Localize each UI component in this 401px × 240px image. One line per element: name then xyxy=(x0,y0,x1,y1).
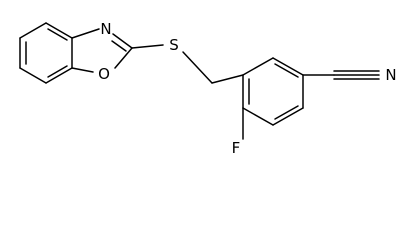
atom-label-oxygen: O xyxy=(98,65,110,83)
bond xyxy=(114,47,133,69)
benzoxazole-oxazole-ring xyxy=(71,28,133,73)
double-bond-inner xyxy=(274,63,299,78)
double-bond-inner xyxy=(47,65,68,78)
nitrile-group xyxy=(302,70,380,80)
bond xyxy=(242,57,274,76)
double-bond-inner xyxy=(111,40,127,52)
thioether-linker xyxy=(131,44,244,84)
bond xyxy=(272,57,304,76)
bond xyxy=(272,107,304,126)
bond xyxy=(112,33,133,49)
bond xyxy=(45,22,73,39)
atom-label-sulfur: S xyxy=(169,36,179,54)
double-bond-inner xyxy=(47,28,68,41)
bond xyxy=(182,51,213,84)
atom-label-nitrile-nitrogen: N xyxy=(385,66,396,84)
atom-label-fluorine: F xyxy=(232,139,241,156)
bond xyxy=(71,28,100,39)
atom-label-nitrogen: N xyxy=(100,20,111,38)
molecule-structure-diagram: N O S F N xyxy=(19,20,397,156)
bond xyxy=(71,67,94,73)
bond xyxy=(19,22,47,39)
benzoxazole-benzene-ring xyxy=(19,22,73,84)
bond xyxy=(19,67,47,84)
double-bond-inner xyxy=(274,105,299,120)
bond xyxy=(131,44,164,49)
bond xyxy=(242,107,274,126)
fluorobenzonitrile-ring xyxy=(242,57,304,126)
bond xyxy=(211,74,244,84)
bond xyxy=(45,67,73,84)
